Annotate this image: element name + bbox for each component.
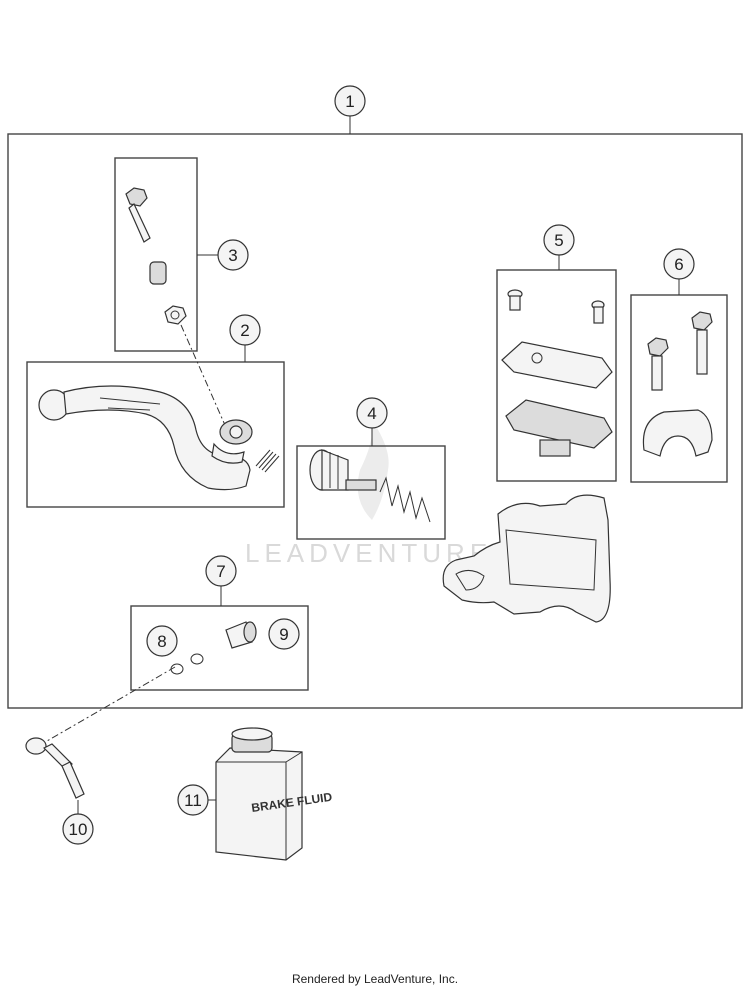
- piston-kit-part: [309, 449, 431, 523]
- callout-9-label: 9: [279, 625, 288, 644]
- clamp-bolt-long: [691, 311, 713, 375]
- callout-5-label: 5: [554, 231, 563, 250]
- callout-5[interactable]: 5: [543, 224, 575, 256]
- cover-screw-left: [507, 289, 523, 311]
- callout-11-label: 11: [184, 791, 202, 810]
- brake-line-part: [25, 737, 85, 799]
- pivot-bolt-part: [125, 187, 151, 243]
- callout-4-label: 4: [367, 404, 376, 423]
- watermark-logo-icon: [357, 420, 389, 520]
- washer-part-right: [190, 653, 204, 665]
- bushing-part: [149, 261, 167, 285]
- callout-1-label: 1: [345, 92, 354, 111]
- group-box-4: [296, 445, 446, 540]
- callout-10-label: 10: [69, 820, 88, 839]
- brake-lever-part: [38, 385, 280, 491]
- callout-6[interactable]: 6: [663, 248, 695, 280]
- callout-7-label: 7: [216, 562, 225, 581]
- callout-1[interactable]: 1: [334, 85, 366, 117]
- callout-9[interactable]: 9: [268, 618, 300, 650]
- assembly-box-1: [7, 133, 743, 709]
- callout-3-label: 3: [228, 246, 237, 265]
- group-box-6: [630, 294, 728, 483]
- nut-part: [164, 305, 187, 325]
- group-box-3: [114, 157, 198, 352]
- banjo-bolt-part: [225, 621, 257, 649]
- cover-screw-right: [591, 300, 605, 324]
- group-box-5: [496, 269, 617, 482]
- callout-4[interactable]: 4: [356, 397, 388, 429]
- callout-10[interactable]: 10: [62, 800, 94, 845]
- watermark: LEADVENTURE: [245, 420, 492, 568]
- clamp-kit-part: [642, 311, 713, 457]
- callout-7[interactable]: 7: [205, 555, 237, 587]
- callout-8-label: 8: [157, 632, 166, 651]
- callout-6-label: 6: [674, 255, 683, 274]
- callout-8[interactable]: 8: [146, 625, 178, 657]
- brake-fluid-bottle-part: BRAKE FLUID: [215, 727, 333, 861]
- callout-2-label: 2: [240, 321, 249, 340]
- washer-part-left: [170, 663, 184, 675]
- group-box-2: [26, 361, 285, 508]
- callout-2[interactable]: 2: [229, 314, 261, 346]
- clamp-bolt-short: [647, 337, 669, 391]
- callout-11[interactable]: 11: [177, 784, 216, 816]
- reservoir-cover-kit-part: [501, 289, 613, 457]
- footer-credit: Rendered by LeadVenture, Inc.: [291, 972, 459, 986]
- spring-part: [255, 449, 280, 473]
- watermark-text: LEADVENTURE: [245, 538, 492, 568]
- callout-3[interactable]: 3: [217, 239, 249, 271]
- master-cylinder-body-part: [442, 494, 611, 623]
- group-box-7: [130, 605, 309, 691]
